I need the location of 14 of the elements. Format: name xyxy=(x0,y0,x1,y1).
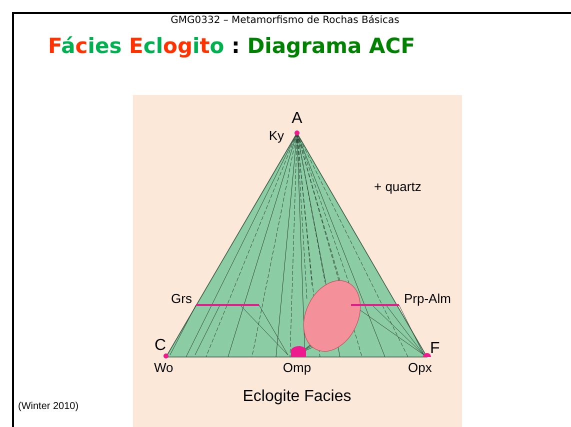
mineral-label: Opx xyxy=(408,360,432,376)
mineral-label: Omp xyxy=(282,360,312,376)
diagram-caption: Eclogite Facies xyxy=(242,387,352,407)
mineral-label: Prp-Alm xyxy=(404,291,451,308)
annotation: + quartz xyxy=(374,179,422,196)
mineral-label: Grs xyxy=(171,291,192,308)
vertex-label: F xyxy=(430,339,440,359)
mineral-label: Wo xyxy=(154,360,174,376)
vertex-label: A xyxy=(292,109,302,129)
vertex-label: C xyxy=(154,336,166,356)
slide-header: GMG0332 – Metamorfismo de Rochas Básicas xyxy=(170,15,400,28)
source-note: (Winter 2010) xyxy=(18,401,79,414)
slide-title: Fácies Eclogito : Diagrama ACF xyxy=(48,36,416,57)
mineral-label: Ky xyxy=(268,128,284,144)
